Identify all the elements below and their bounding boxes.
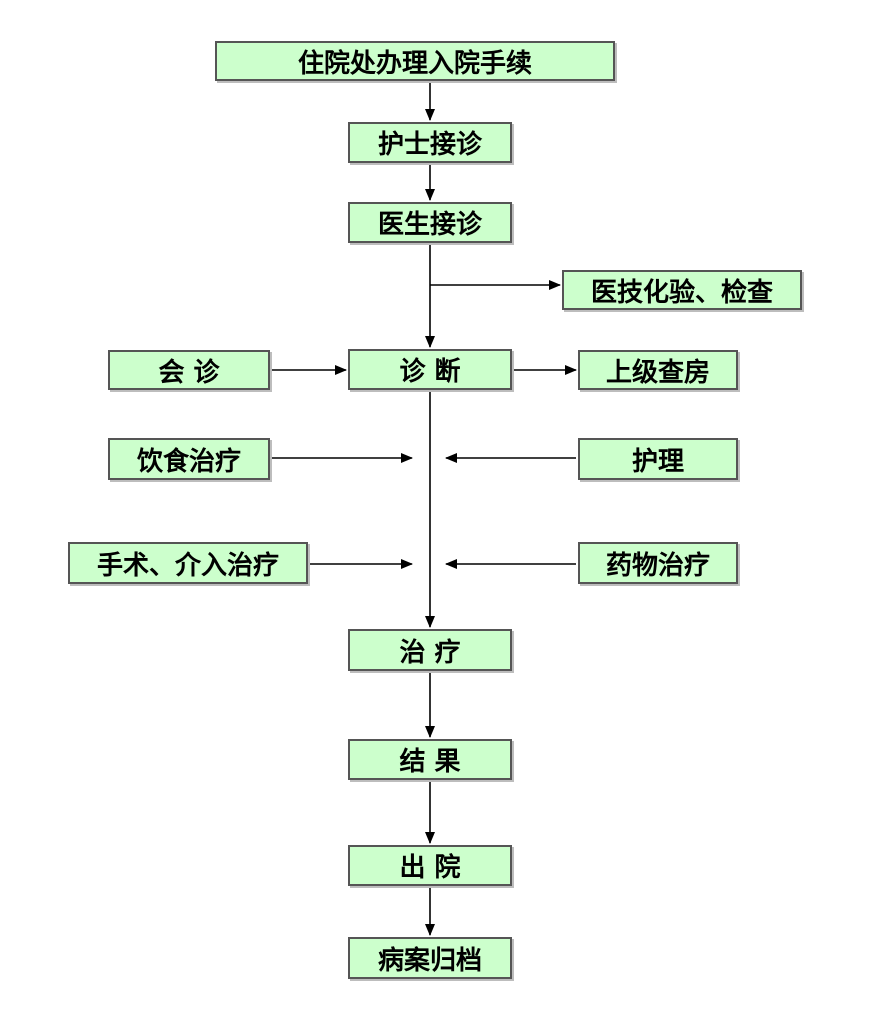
node-lab-exam: 医技化验、检查 <box>562 270 802 310</box>
node-diet-therapy: 饮食治疗 <box>108 438 270 480</box>
node-consultation: 会 诊 <box>108 350 270 390</box>
node-treatment: 治 疗 <box>348 629 512 671</box>
node-discharge: 出 院 <box>348 845 512 886</box>
node-surgery: 手术、介入治疗 <box>68 542 308 584</box>
node-archive: 病案归档 <box>348 937 512 979</box>
node-diagnosis: 诊 断 <box>348 349 512 390</box>
node-doctor-reception: 医生接诊 <box>348 202 512 243</box>
node-nursing-care: 护理 <box>578 438 738 480</box>
node-drug-therapy: 药物治疗 <box>578 542 738 584</box>
node-nurse-reception: 护士接诊 <box>348 122 512 163</box>
node-senior-rounds: 上级查房 <box>578 350 738 390</box>
node-result: 结 果 <box>348 739 512 780</box>
node-admission: 住院处办理入院手续 <box>215 41 615 81</box>
